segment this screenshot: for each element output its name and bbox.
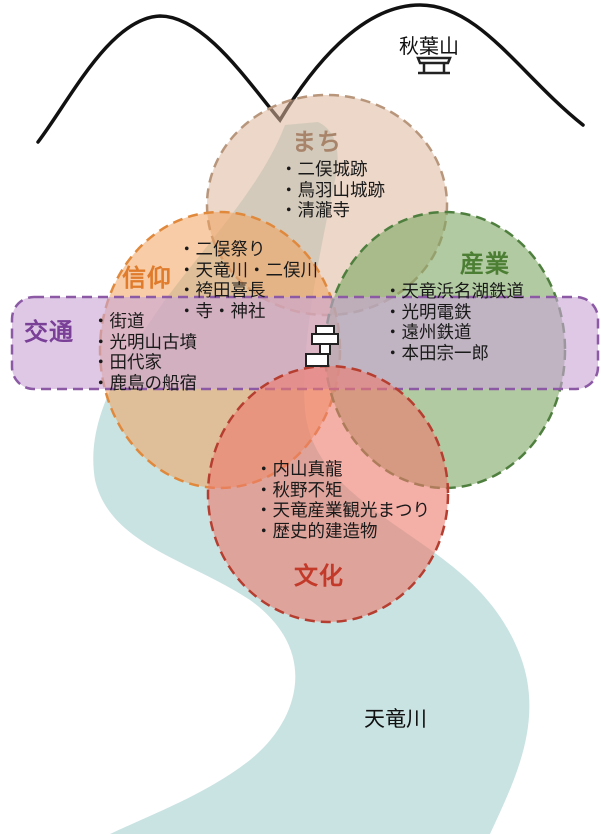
sangyo-items: ・天竜浜名湖鉄道 ・光明電鉄 ・遠州鉄道 ・本田宗一郎 [384, 282, 524, 364]
list-item: ・鳥羽山城跡 [280, 180, 385, 201]
list-item: ・二俣祭り [178, 240, 266, 260]
kotsu-items: ・街道 ・光明山古墳 ・田代家 ・鹿島の船宿 [92, 312, 197, 394]
shrine-icon [416, 56, 452, 75]
shinko-items: ・二俣祭り ・天竜川・二俣川 ・袴田喜長 ・寺・神社 [178, 240, 318, 322]
list-item: ・光明電鉄 [384, 302, 472, 323]
band-title-kotsu: 交通 [24, 318, 74, 346]
list-item: ・天竜産業観光まつり [255, 501, 430, 521]
list-item: ・鹿島の船宿 [92, 373, 197, 394]
list-item: ・光明山古墳 [92, 332, 197, 353]
circle-title-machi: まち [292, 128, 342, 156]
circle-title-sangyo: 産業 [460, 250, 510, 278]
list-item: ・二俣城跡 [280, 160, 368, 180]
circle-title-bunka: 文化 [294, 562, 344, 590]
bunka-items: ・内山真龍 ・秋野不矩 ・天竜産業観光まつり ・歴史的建造物 [255, 460, 430, 542]
circle-title-shinko: 信仰 [122, 264, 172, 292]
list-item: ・天竜川・二俣川 [178, 260, 318, 281]
castle-icon [305, 325, 339, 367]
list-item: ・内山真龍 [255, 460, 343, 480]
list-item: ・袴田喜長 [178, 281, 266, 301]
machi-items: ・二俣城跡 ・鳥羽山城跡 ・清瀧寺 [280, 160, 385, 222]
list-item: ・寺・神社 [178, 301, 266, 322]
list-item: ・遠州鉄道 [384, 323, 472, 343]
list-item: ・秋野不矩 [255, 480, 343, 501]
list-item: ・歴史的建造物 [255, 521, 378, 542]
list-item: ・街道 [92, 312, 145, 332]
list-item: ・本田宗一郎 [384, 343, 489, 364]
river-label: 天竜川 [364, 707, 427, 731]
list-item: ・天竜浜名湖鉄道 [384, 282, 524, 302]
mountain-label: 秋葉山 [399, 34, 459, 58]
list-item: ・清瀧寺 [280, 201, 350, 221]
list-item: ・田代家 [92, 353, 162, 373]
